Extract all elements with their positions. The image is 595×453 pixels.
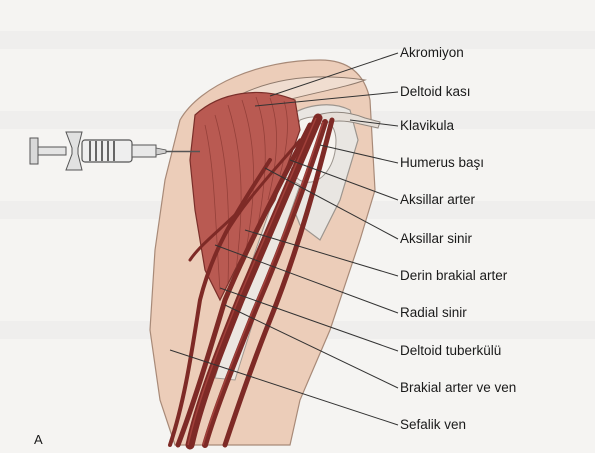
panel-letter: A xyxy=(34,432,43,447)
label-brakial-arter-ve-ven: Brakial arter ve ven xyxy=(400,380,516,396)
label-klavikula: Klavikula xyxy=(400,118,454,134)
label-derin-brakial-arter: Derin brakial arter xyxy=(400,268,507,284)
label-deltoid-kasi: Deltoid kası xyxy=(400,84,471,100)
label-aksillar-sinir: Aksillar sinir xyxy=(400,231,472,247)
label-deltoid-tuberkulu: Deltoid tuberkülü xyxy=(400,343,501,359)
label-sefalik-ven: Sefalik ven xyxy=(400,417,466,433)
label-aksillar-arter: Aksillar arter xyxy=(400,192,475,208)
label-radial-sinir: Radial sinir xyxy=(400,305,467,321)
label-akromiyon: Akromiyon xyxy=(400,45,464,61)
label-humerus-basi: Humerus başı xyxy=(400,155,484,171)
